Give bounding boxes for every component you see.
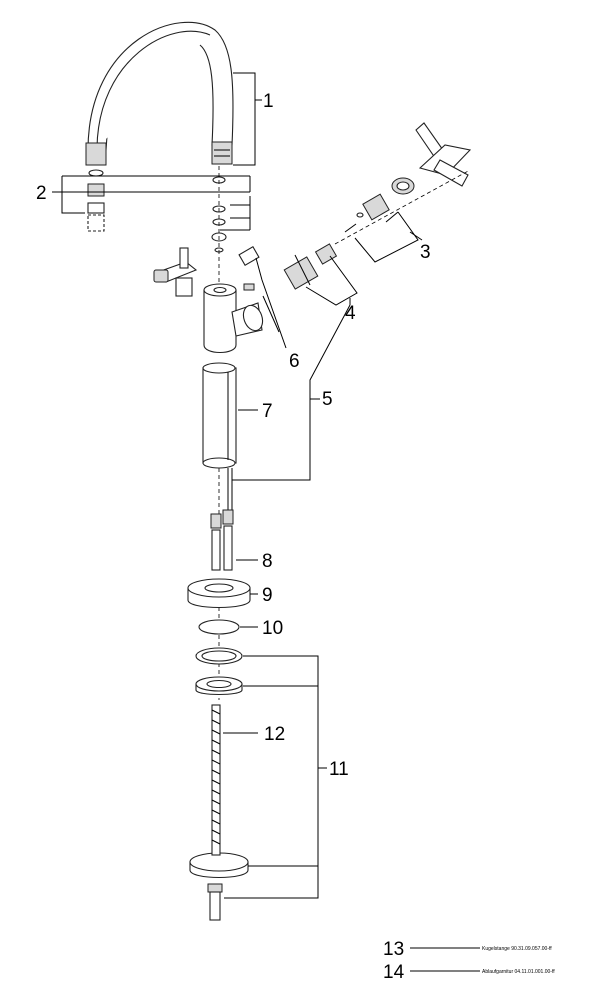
callout-3: 3	[420, 242, 431, 263]
aerator-parts	[87, 169, 105, 232]
callout-5: 5	[322, 389, 333, 410]
base-ring-part	[187, 578, 251, 609]
footnote-13-number: 13	[383, 939, 404, 960]
callout-8: 8	[262, 551, 273, 572]
footnote-14-number: 14	[383, 962, 405, 983]
callout-7: 7	[262, 401, 273, 422]
footnote-13-text: Kugelstange 90.31.09.057.00-ff	[482, 946, 552, 952]
footnote-14: 14 Ablaufgarnitur 04.11.01.001.00-ff	[383, 962, 555, 983]
callout-10: 10	[262, 618, 283, 639]
footnote-14-text: Ablaufgarnitur 04.11.01.001.00-ff	[482, 969, 555, 975]
callout-11: 11	[329, 759, 349, 780]
mounting-set-part	[189, 647, 249, 921]
mixer-body-part	[203, 246, 264, 354]
supply-hoses-part	[210, 509, 234, 571]
body-sleeve-part	[202, 362, 237, 469]
callout-12: 12	[264, 724, 285, 745]
side-lever-part	[153, 247, 198, 297]
valve-cartridge-part	[283, 243, 338, 290]
spout-part	[85, 21, 234, 166]
callout-4: 4	[345, 303, 356, 324]
callout-9: 9	[262, 585, 273, 606]
callout-1: 1	[263, 91, 274, 112]
threaded-rod-part	[211, 704, 221, 856]
callout-6: 6	[289, 351, 300, 372]
o-ring-part	[198, 619, 240, 635]
cross-handle-part	[344, 122, 472, 233]
callout-2: 2	[36, 183, 47, 204]
footnote-13: 13 Kugelstange 90.31.09.057.00-ff	[383, 939, 552, 960]
